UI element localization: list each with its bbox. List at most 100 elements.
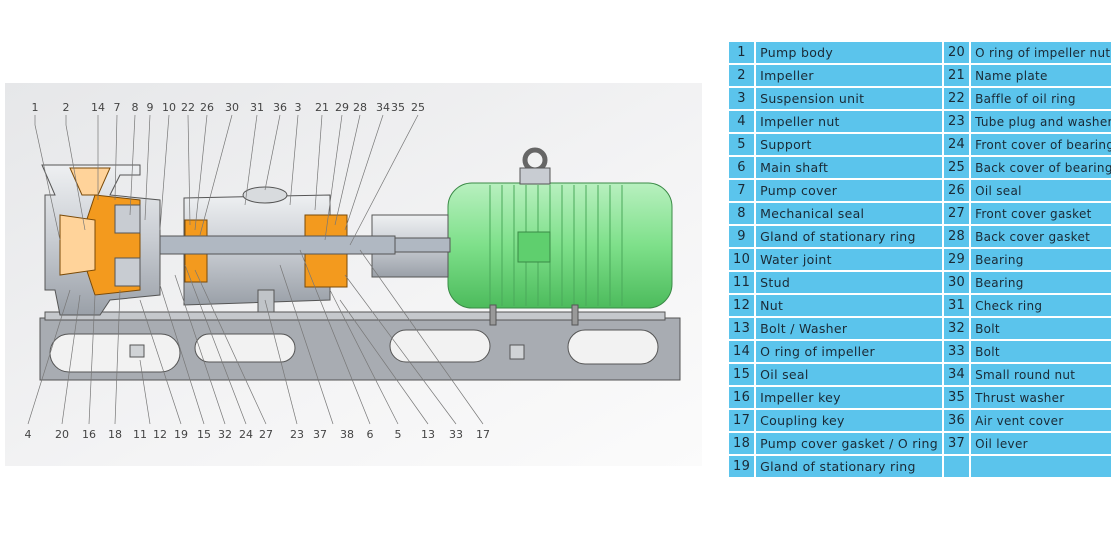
part-name: Bolt / Washer	[754, 316, 944, 341]
svg-text:12: 12	[153, 428, 167, 441]
part-name: Air vent cover	[969, 408, 1111, 433]
part-number: 23	[941, 109, 972, 134]
svg-text:34: 34	[376, 101, 390, 114]
part-name: Back cover gasket	[969, 224, 1111, 249]
part-number: 29	[941, 247, 972, 272]
part-name: Oil seal	[969, 178, 1111, 203]
part-name: Impeller nut	[754, 109, 944, 134]
svg-text:23: 23	[290, 428, 304, 441]
svg-text:31: 31	[250, 101, 264, 114]
part-number: 30	[941, 270, 972, 295]
part-number: 27	[941, 201, 972, 226]
svg-text:21: 21	[315, 101, 329, 114]
svg-text:14: 14	[91, 101, 105, 114]
part-number: 24	[941, 132, 972, 157]
part-number: 35	[941, 385, 972, 410]
part-name: Main shaft	[754, 155, 944, 180]
part-number: 11	[726, 270, 757, 295]
part-name: Nut	[754, 293, 944, 318]
part-number: 4	[726, 109, 757, 134]
part-number: 12	[726, 293, 757, 318]
svg-text:32: 32	[218, 428, 232, 441]
part-name: Gland of stationary ring	[754, 454, 944, 479]
part-number: 21	[941, 63, 972, 88]
part-number: 34	[941, 362, 972, 387]
part-name: Bolt	[969, 316, 1111, 341]
part-number: 28	[941, 224, 972, 249]
part-number: 22	[941, 86, 972, 111]
part-name: Thrust washer	[969, 385, 1111, 410]
part-number: 31	[941, 293, 972, 318]
svg-text:36: 36	[273, 101, 287, 114]
part-number: 36	[941, 408, 972, 433]
part-name: Front cover gasket	[969, 201, 1111, 226]
svg-text:1: 1	[32, 101, 39, 114]
svg-text:25: 25	[411, 101, 425, 114]
part-number: 1	[726, 40, 757, 65]
svg-text:26: 26	[200, 101, 214, 114]
part-name: Tube plug and washer	[969, 109, 1111, 134]
part-name: Pump body	[754, 40, 944, 65]
part-name: Stud	[754, 270, 944, 295]
svg-text:38: 38	[340, 428, 354, 441]
part-name: O ring of impeller nut	[969, 40, 1111, 65]
part-number: 10	[726, 247, 757, 272]
part-name: O ring of impeller	[754, 339, 944, 364]
part-name: Coupling key	[754, 408, 944, 433]
part-name: Impeller	[754, 63, 944, 88]
part-name: Bolt	[969, 339, 1111, 364]
part-number: 26	[941, 178, 972, 203]
svg-text:22: 22	[181, 101, 195, 114]
part-number: 14	[726, 339, 757, 364]
svg-text:8: 8	[132, 101, 139, 114]
part-name: Water joint	[754, 247, 944, 272]
svg-text:35: 35	[391, 101, 405, 114]
base-frame	[39, 311, 681, 381]
part-name: Pump cover gasket / O ring	[754, 431, 944, 456]
part-number: 32	[941, 316, 972, 341]
part-name: Gland of stationary ring	[754, 224, 944, 249]
svg-text:9: 9	[147, 101, 154, 114]
svg-text:30: 30	[225, 101, 239, 114]
svg-text:5: 5	[395, 428, 402, 441]
empty-cell	[941, 454, 972, 479]
svg-text:17: 17	[476, 428, 490, 441]
svg-text:29: 29	[335, 101, 349, 114]
part-name: Check ring	[969, 293, 1111, 318]
part-number: 9	[726, 224, 757, 249]
svg-text:10: 10	[162, 101, 176, 114]
part-name: Small round nut	[969, 362, 1111, 387]
svg-text:16: 16	[82, 428, 96, 441]
svg-text:20: 20	[55, 428, 69, 441]
part-name: Suspension unit	[754, 86, 944, 111]
pump-cross-section-diagram: 1 2 14 7 8 9 10 22 26 30 31 36 3 21 29 2…	[5, 83, 702, 466]
svg-text:19: 19	[174, 428, 188, 441]
svg-text:3: 3	[295, 101, 302, 114]
part-number: 18	[726, 431, 757, 456]
part-name: Impeller key	[754, 385, 944, 410]
part-name: Bearing	[969, 270, 1111, 295]
bottom-labels: 4 20 16 18 11 12 19 15 32 24 27 23 37 38…	[25, 428, 491, 441]
part-number: 3	[726, 86, 757, 111]
part-name: Support	[754, 132, 944, 157]
svg-text:2: 2	[63, 101, 70, 114]
part-number: 2	[726, 63, 757, 88]
part-name: Name plate	[969, 63, 1111, 88]
svg-text:27: 27	[259, 428, 273, 441]
part-number: 15	[726, 362, 757, 387]
svg-text:6: 6	[367, 428, 374, 441]
